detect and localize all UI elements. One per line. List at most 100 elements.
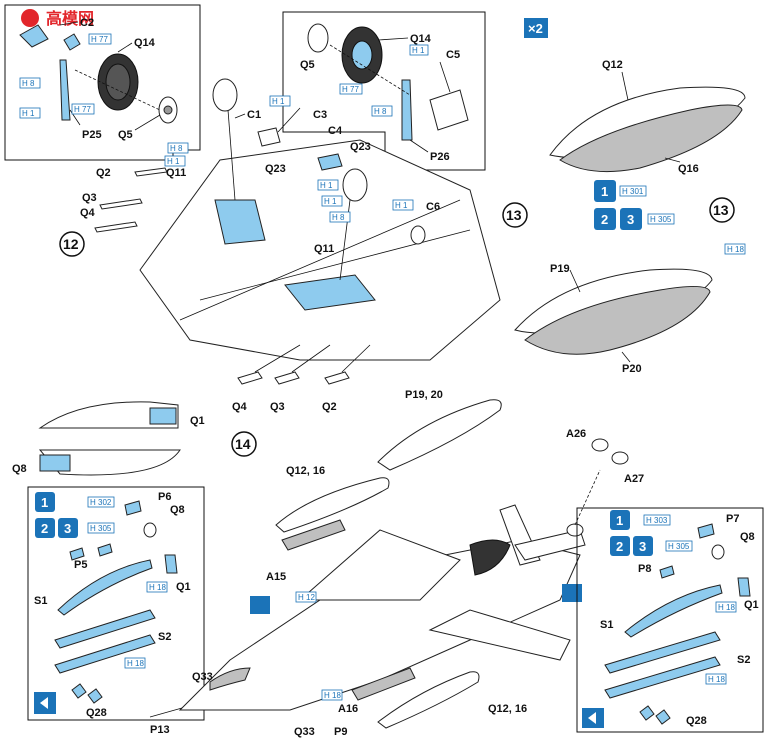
part-P5: [69, 547, 85, 561]
option-badge-1: [594, 180, 616, 202]
label-Q23: Q23: [350, 141, 371, 153]
label-A26: A26: [566, 428, 586, 440]
code-H8: H 8: [22, 79, 35, 88]
rail-S2-upper: [604, 631, 721, 674]
svg-text:2: 2: [601, 212, 608, 227]
strake-Q4: [237, 371, 263, 385]
strake-Q2: [324, 371, 350, 385]
nose-strut: [401, 79, 413, 141]
label-C3: C3: [313, 109, 327, 121]
step-14-aircraft: P19, 20 Q12, 16 Q12, 16 P13 Q33 Q33 P9 A…: [149, 389, 644, 738]
part-Q4: [94, 221, 138, 233]
label-A15: A15: [266, 571, 286, 583]
label-P6: P6: [158, 491, 171, 503]
code-H77: H 77: [342, 85, 359, 94]
label-Q8: Q8: [12, 463, 27, 475]
option-badge-3: [620, 208, 642, 230]
label-Q28: Q28: [86, 707, 107, 719]
svg-text:2: 2: [616, 539, 623, 554]
missile-rack-upper: [281, 519, 346, 551]
part-P8: [659, 565, 675, 579]
label-Q16: Q16: [678, 163, 699, 175]
tank-P19-20: [377, 399, 502, 471]
label-Q1: Q1: [176, 581, 191, 593]
part-Q1: [737, 577, 751, 597]
label-Q8: Q8: [170, 504, 185, 516]
main-gear-bay: [284, 274, 376, 311]
part-Q28: [71, 683, 87, 699]
step-13: ×2 Q12 Q16 13 13 1 H 301 2 3 H 305 P19 P…: [502, 18, 746, 375]
code-H302: H 302: [90, 498, 112, 507]
pylon-S1: [57, 559, 153, 616]
label-C1: C1: [247, 109, 261, 121]
code-H1: H 1: [320, 181, 333, 190]
step-number-13: 13: [713, 202, 729, 218]
code-H1: H 1: [22, 109, 35, 118]
step-12: 12 C1 C3 C4 Q23 Q23 Q2 Q11 Q3 Q4 Q11: [59, 78, 501, 413]
code-H18: H 18: [708, 675, 725, 684]
wing-right: [428, 609, 571, 661]
label-Q3: Q3: [270, 401, 285, 413]
part-A27: [611, 451, 629, 465]
label-P19: P19: [550, 263, 570, 275]
label-Q12-16: Q12, 16: [488, 703, 527, 715]
label-Q4: Q4: [232, 401, 248, 413]
option-badge-2: [594, 208, 616, 230]
part-P6: [124, 500, 142, 516]
label-C2: C2: [80, 17, 94, 29]
label-Q11: Q11: [166, 167, 186, 179]
label-P13: P13: [150, 724, 170, 736]
label-P5: P5: [74, 559, 87, 571]
multiplier-text: ×2: [528, 21, 543, 36]
code-H12: H 12: [298, 593, 315, 602]
code-H305: H 305: [668, 542, 690, 551]
rail-S2-lower: [604, 656, 721, 699]
code-H303: H 303: [646, 516, 668, 525]
part-A26: [591, 438, 609, 452]
label-Q5: Q5: [118, 129, 133, 141]
part-Q8: [711, 544, 725, 560]
multiplier-badge: [524, 18, 548, 38]
label-P20: P20: [622, 363, 642, 375]
label-Q2: Q2: [96, 167, 111, 179]
code-H8: H 8: [170, 144, 183, 153]
fuselage-side-lower: [38, 449, 181, 476]
label-S1: S1: [34, 595, 47, 607]
label-Q8: Q8: [740, 531, 755, 543]
label-Q2: Q2: [322, 401, 337, 413]
label-S2: S2: [158, 631, 171, 643]
label-P25: P25: [82, 129, 102, 141]
code-H1: H 1: [412, 46, 425, 55]
label-Q4: Q4: [80, 207, 96, 219]
code-H305: H 305: [90, 524, 112, 533]
rail-S2-upper: [54, 609, 156, 649]
tank-Q12-16-lower: [377, 671, 480, 729]
code-H77: H 77: [91, 35, 108, 44]
svg-text:1: 1: [616, 513, 623, 528]
step-14-side-views: Q1 Q8 14: [12, 401, 257, 476]
intake-part-Q1: [149, 407, 177, 425]
part-A26-A27: [566, 523, 584, 537]
code-H1: H 1: [395, 201, 408, 210]
label-P8: P8: [638, 563, 651, 575]
svg-text:1: 1: [601, 184, 608, 199]
label-Q11: Q11: [314, 243, 334, 255]
nose-gear-bay: [214, 199, 266, 245]
label-A16: A16: [338, 703, 358, 715]
option-badge-1: [610, 510, 630, 530]
canopy: [209, 667, 251, 691]
site-watermark: 高模网: [21, 9, 94, 28]
code-H18: H 18: [127, 659, 144, 668]
watermark-text: 高模网: [46, 9, 94, 28]
code-H1: H 1: [324, 197, 337, 206]
code-H305: H 305: [650, 215, 672, 224]
tailplane: [514, 529, 586, 561]
detail-marker-icon: [250, 596, 270, 614]
part-P7: [697, 523, 715, 539]
code-H18: H 18: [727, 245, 744, 254]
part-C6: [410, 225, 426, 245]
missile-rack-lower: [351, 667, 416, 701]
label-Q5: Q5: [300, 59, 315, 71]
label-Q14: Q14: [410, 33, 432, 45]
